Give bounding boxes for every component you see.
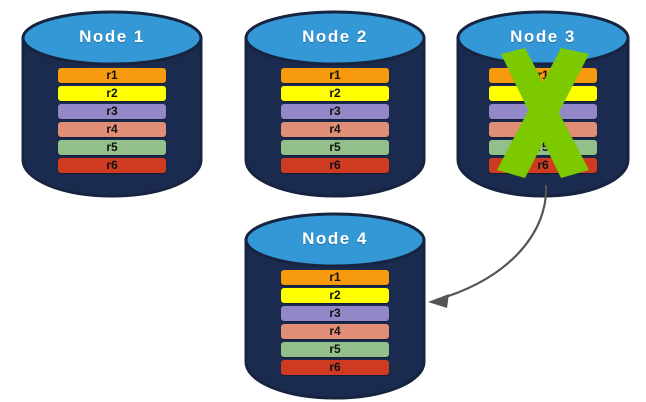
row-label: r4 <box>329 324 341 338</box>
row-label: r5 <box>537 140 549 154</box>
node-2-row-r4[interactable]: r4 <box>281 122 389 137</box>
row-label: r5 <box>329 140 341 154</box>
node-3-row-r6[interactable]: r6 <box>489 158 597 173</box>
node-2[interactable]: Node 2 r1 r2 r3 r4 r5 r6 <box>243 8 427 198</box>
node-4-row-r4[interactable]: r4 <box>281 324 389 339</box>
row-label: r5 <box>329 342 341 356</box>
node-4-rows: r1 r2 r3 r4 r5 r6 <box>243 270 427 375</box>
row-label: r4 <box>329 122 341 136</box>
node-2-rows: r1 r2 r3 r4 r5 r6 <box>243 68 427 173</box>
node-3-row-r2[interactable]: r2 <box>489 86 597 101</box>
row-label: r3 <box>329 104 341 118</box>
node-2-row-r2[interactable]: r2 <box>281 86 389 101</box>
node-3-row-r3[interactable]: r3 <box>489 104 597 119</box>
node-1-row-r5[interactable]: r5 <box>58 140 166 155</box>
row-label: r3 <box>537 104 549 118</box>
node-4-row-r5[interactable]: r5 <box>281 342 389 357</box>
node-4-row-r1[interactable]: r1 <box>281 270 389 285</box>
row-label: r1 <box>329 270 341 284</box>
node-3-rows: r1 r2 r3 r4 r5 r6 <box>455 68 631 173</box>
row-label: r6 <box>537 158 549 172</box>
node-1-rows: r1 r2 r3 r4 r5 r6 <box>20 68 204 173</box>
node-3-row-r4[interactable]: r4 <box>489 122 597 137</box>
node-3-row-r5[interactable]: r5 <box>489 140 597 155</box>
node-3-row-r1[interactable]: r1 <box>489 68 597 83</box>
node-3[interactable]: Node 3 r1 r2 r3 r4 r5 r6 <box>455 8 631 198</box>
row-label: r2 <box>329 86 341 100</box>
node-4-row-r2[interactable]: r2 <box>281 288 389 303</box>
row-label: r6 <box>329 360 341 374</box>
node-4-row-r3[interactable]: r3 <box>281 306 389 321</box>
row-label: r1 <box>329 68 341 82</box>
node-1[interactable]: Node 1 r1 r2 r3 r4 r5 r6 <box>20 8 204 198</box>
node-1-row-r3[interactable]: r3 <box>58 104 166 119</box>
node-1-row-r4[interactable]: r4 <box>58 122 166 137</box>
row-label: r3 <box>106 104 118 118</box>
row-label: r1 <box>537 68 549 82</box>
node-2-row-r5[interactable]: r5 <box>281 140 389 155</box>
row-label: r2 <box>537 86 549 100</box>
node-1-row-r1[interactable]: r1 <box>58 68 166 83</box>
row-label: r4 <box>106 122 118 136</box>
node-4-row-r6[interactable]: r6 <box>281 360 389 375</box>
row-label: r6 <box>329 158 341 172</box>
row-label: r6 <box>106 158 118 172</box>
node-2-row-r1[interactable]: r1 <box>281 68 389 83</box>
row-label: r4 <box>537 122 549 136</box>
row-label: r5 <box>106 140 118 154</box>
node-1-row-r2[interactable]: r2 <box>58 86 166 101</box>
row-label: r1 <box>106 68 118 82</box>
row-label: r2 <box>329 288 341 302</box>
row-label: r3 <box>329 306 341 320</box>
row-label: r2 <box>106 86 118 100</box>
node-2-row-r3[interactable]: r3 <box>281 104 389 119</box>
node-2-row-r6[interactable]: r6 <box>281 158 389 173</box>
node-4[interactable]: Node 4 r1 r2 r3 r4 r5 r6 <box>243 210 427 400</box>
node-1-row-r6[interactable]: r6 <box>58 158 166 173</box>
